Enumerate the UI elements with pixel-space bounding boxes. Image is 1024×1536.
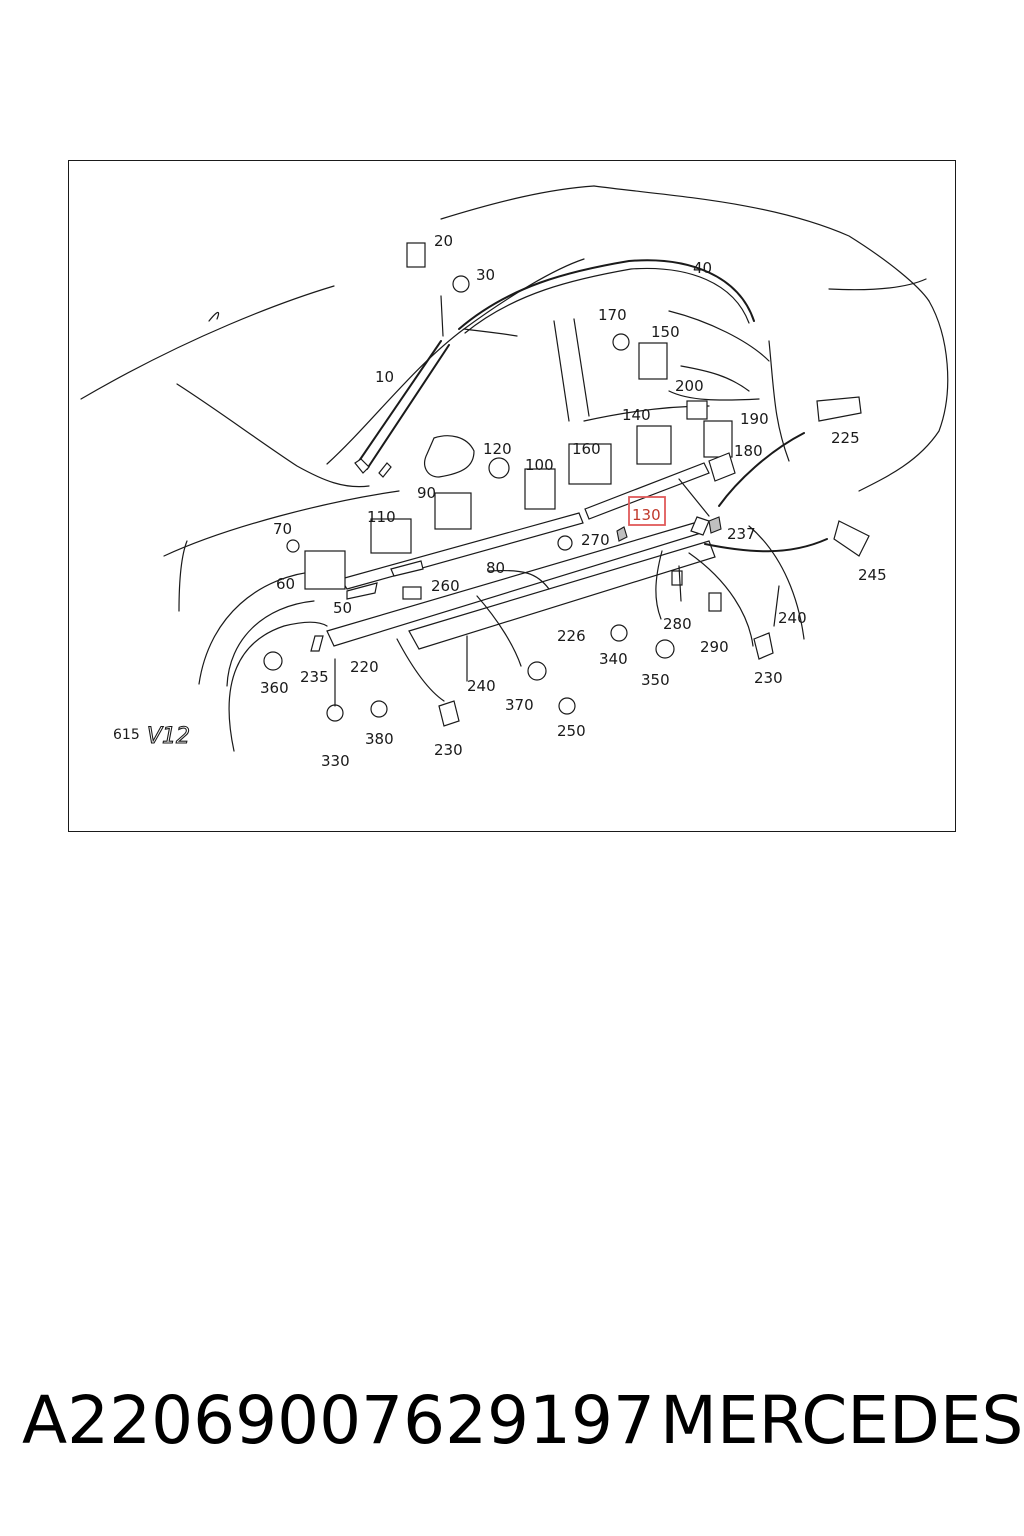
callout-280: 280 [663, 615, 692, 633]
callout-20: 20 [434, 232, 453, 250]
callout-50: 50 [333, 599, 352, 617]
callout-200: 200 [675, 377, 704, 395]
callout-30: 30 [476, 266, 495, 284]
callout-340: 340 [599, 650, 628, 668]
callout-230b: 230 [754, 669, 783, 687]
parts-diagram-frame: 615 V12 10 20 30 40 50 60 70 80 90 100 1… [68, 160, 956, 832]
callout-labels: 10 20 30 40 50 60 70 80 90 100 110 120 1… [260, 232, 887, 770]
callout-170: 170 [598, 306, 627, 324]
roof-trim-and-pillar [354, 259, 755, 478]
model-badge: 615 V12 [113, 723, 191, 749]
callout-190: 190 [740, 410, 769, 428]
callout-237: 237 [727, 525, 756, 543]
callout-140: 140 [622, 406, 651, 424]
callout-240a: 240 [467, 677, 496, 695]
callout-70: 70 [273, 520, 292, 538]
model-badge-text: V12 [147, 724, 190, 749]
callout-330: 330 [321, 752, 350, 770]
callout-60: 60 [276, 575, 295, 593]
callout-110: 110 [367, 508, 396, 526]
callout-245: 245 [858, 566, 887, 584]
callout-90: 90 [417, 484, 436, 502]
car-body-outline [80, 185, 949, 752]
callout-260: 260 [431, 577, 460, 595]
part-number: A22069007629197 [22, 1382, 656, 1459]
callout-226: 226 [557, 627, 586, 645]
callout-235: 235 [300, 668, 329, 686]
callout-225: 225 [831, 429, 860, 447]
callout-290: 290 [700, 638, 729, 656]
clips-and-fasteners [263, 242, 870, 727]
brand-name: MERCEDES [660, 1382, 1024, 1459]
leader-lines [334, 295, 828, 707]
callout-230a: 230 [434, 741, 463, 759]
door-trim-strips [340, 462, 710, 600]
callout-100: 100 [525, 456, 554, 474]
callout-40: 40 [693, 259, 712, 277]
callout-150: 150 [651, 323, 680, 341]
callout-10: 10 [375, 368, 394, 386]
callout-270: 270 [581, 531, 610, 549]
callout-180: 180 [734, 442, 763, 460]
callout-120: 120 [483, 440, 512, 458]
callout-250: 250 [557, 722, 586, 740]
parts-diagram: 615 V12 10 20 30 40 50 60 70 80 90 100 1… [80, 185, 949, 770]
callout-360: 360 [260, 679, 289, 697]
callout-350: 350 [641, 671, 670, 689]
model-badge-number: 615 [113, 727, 140, 743]
callout-240b: 240 [778, 609, 807, 627]
callout-160: 160 [572, 440, 601, 458]
callout-220: 220 [350, 658, 379, 676]
callout-370: 370 [505, 696, 534, 714]
callout-380: 380 [365, 730, 394, 748]
callout-130: 130 [632, 506, 661, 524]
callout-80: 80 [486, 559, 505, 577]
highlight-box-130 [628, 496, 666, 526]
